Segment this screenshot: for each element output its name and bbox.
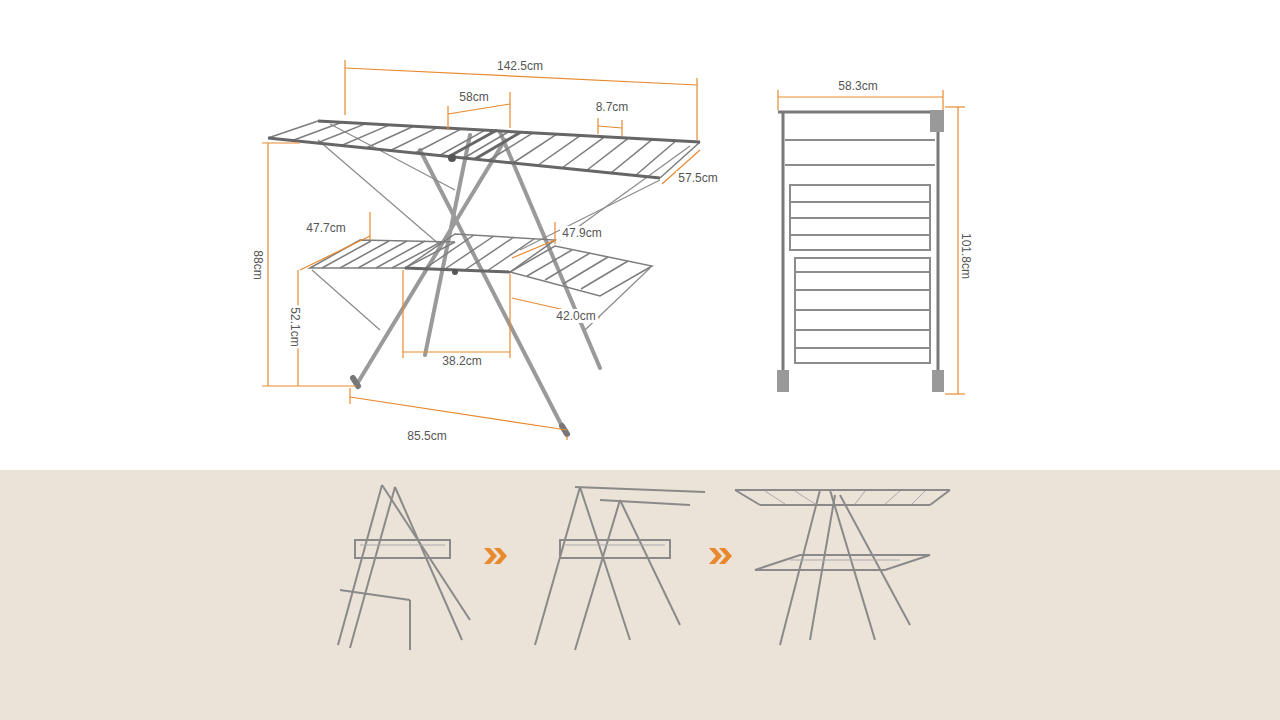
dimension-label: 8.7cm <box>594 100 631 114</box>
dimension-label: 142.5cm <box>495 59 545 73</box>
dimension-label: 47.9cm <box>560 226 603 240</box>
background-band <box>0 470 1280 720</box>
dimension-label: 85.5cm <box>405 429 448 443</box>
dimension-label: 101.8cm <box>959 231 973 281</box>
dimension-label: 47.7cm <box>304 221 347 235</box>
dimension-label: 57.5cm <box>676 171 719 185</box>
dimension-label: 88cm <box>251 248 265 281</box>
dimension-label: 58.3cm <box>836 79 879 93</box>
dimension-label: 42.0cm <box>554 309 597 323</box>
dimension-label: 58cm <box>457 90 490 104</box>
dimension-label: 38.2cm <box>440 354 483 368</box>
dimension-label: 52.1cm <box>288 305 302 348</box>
